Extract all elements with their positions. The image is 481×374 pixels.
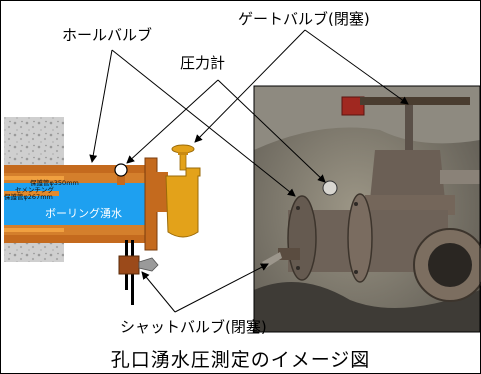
label-borehole-water: ボーリング湧水 [45,207,122,220]
site-photo [254,86,481,332]
pressure-gauge-symbol [114,163,128,177]
leader-shut-valve-schematic [141,271,176,313]
gate-valve-bonnet [178,152,188,155]
leader-gauge-photo [217,79,326,183]
casing-stripe-1 [4,176,64,180]
figure-caption: 孔口湧水圧測定のイメージ図 [110,349,371,371]
label-casing-inner: 保護管φ267mm [4,193,53,201]
label-pressure-gauge: 圧力計 [180,54,226,72]
label-gate-valve: ゲートバルブ(閉塞) [238,10,370,28]
leader-gate-valve-photo [304,29,409,105]
leader-hole-valve-photo [111,49,296,197]
label-cementing: セメンチング [15,186,54,194]
label-casing-outer: 保護管φ350mm [30,179,79,187]
label-shut-valve: シャットバルブ(閉塞) [120,318,267,336]
label-hole-valve: ホールバルブ [62,26,153,44]
shut-valve-handle [138,257,159,272]
leader-hole-valve-schematic [89,49,113,163]
casing-stripe-3 [4,191,59,196]
shut-valve-symbol [118,255,140,275]
leader-gate-valve-schematic [194,29,306,143]
gate-valve-connector [156,172,168,212]
gate-valve-body [165,167,201,238]
leader-gauge-schematic [126,79,219,164]
casing-stripe-2 [4,228,64,232]
casing-flange [144,157,158,251]
site-photo-frame [253,85,481,333]
leader-shut-valve-photo [174,263,269,313]
gate-valve-handwheel [171,144,195,154]
borehole-water-fill [4,183,150,225]
